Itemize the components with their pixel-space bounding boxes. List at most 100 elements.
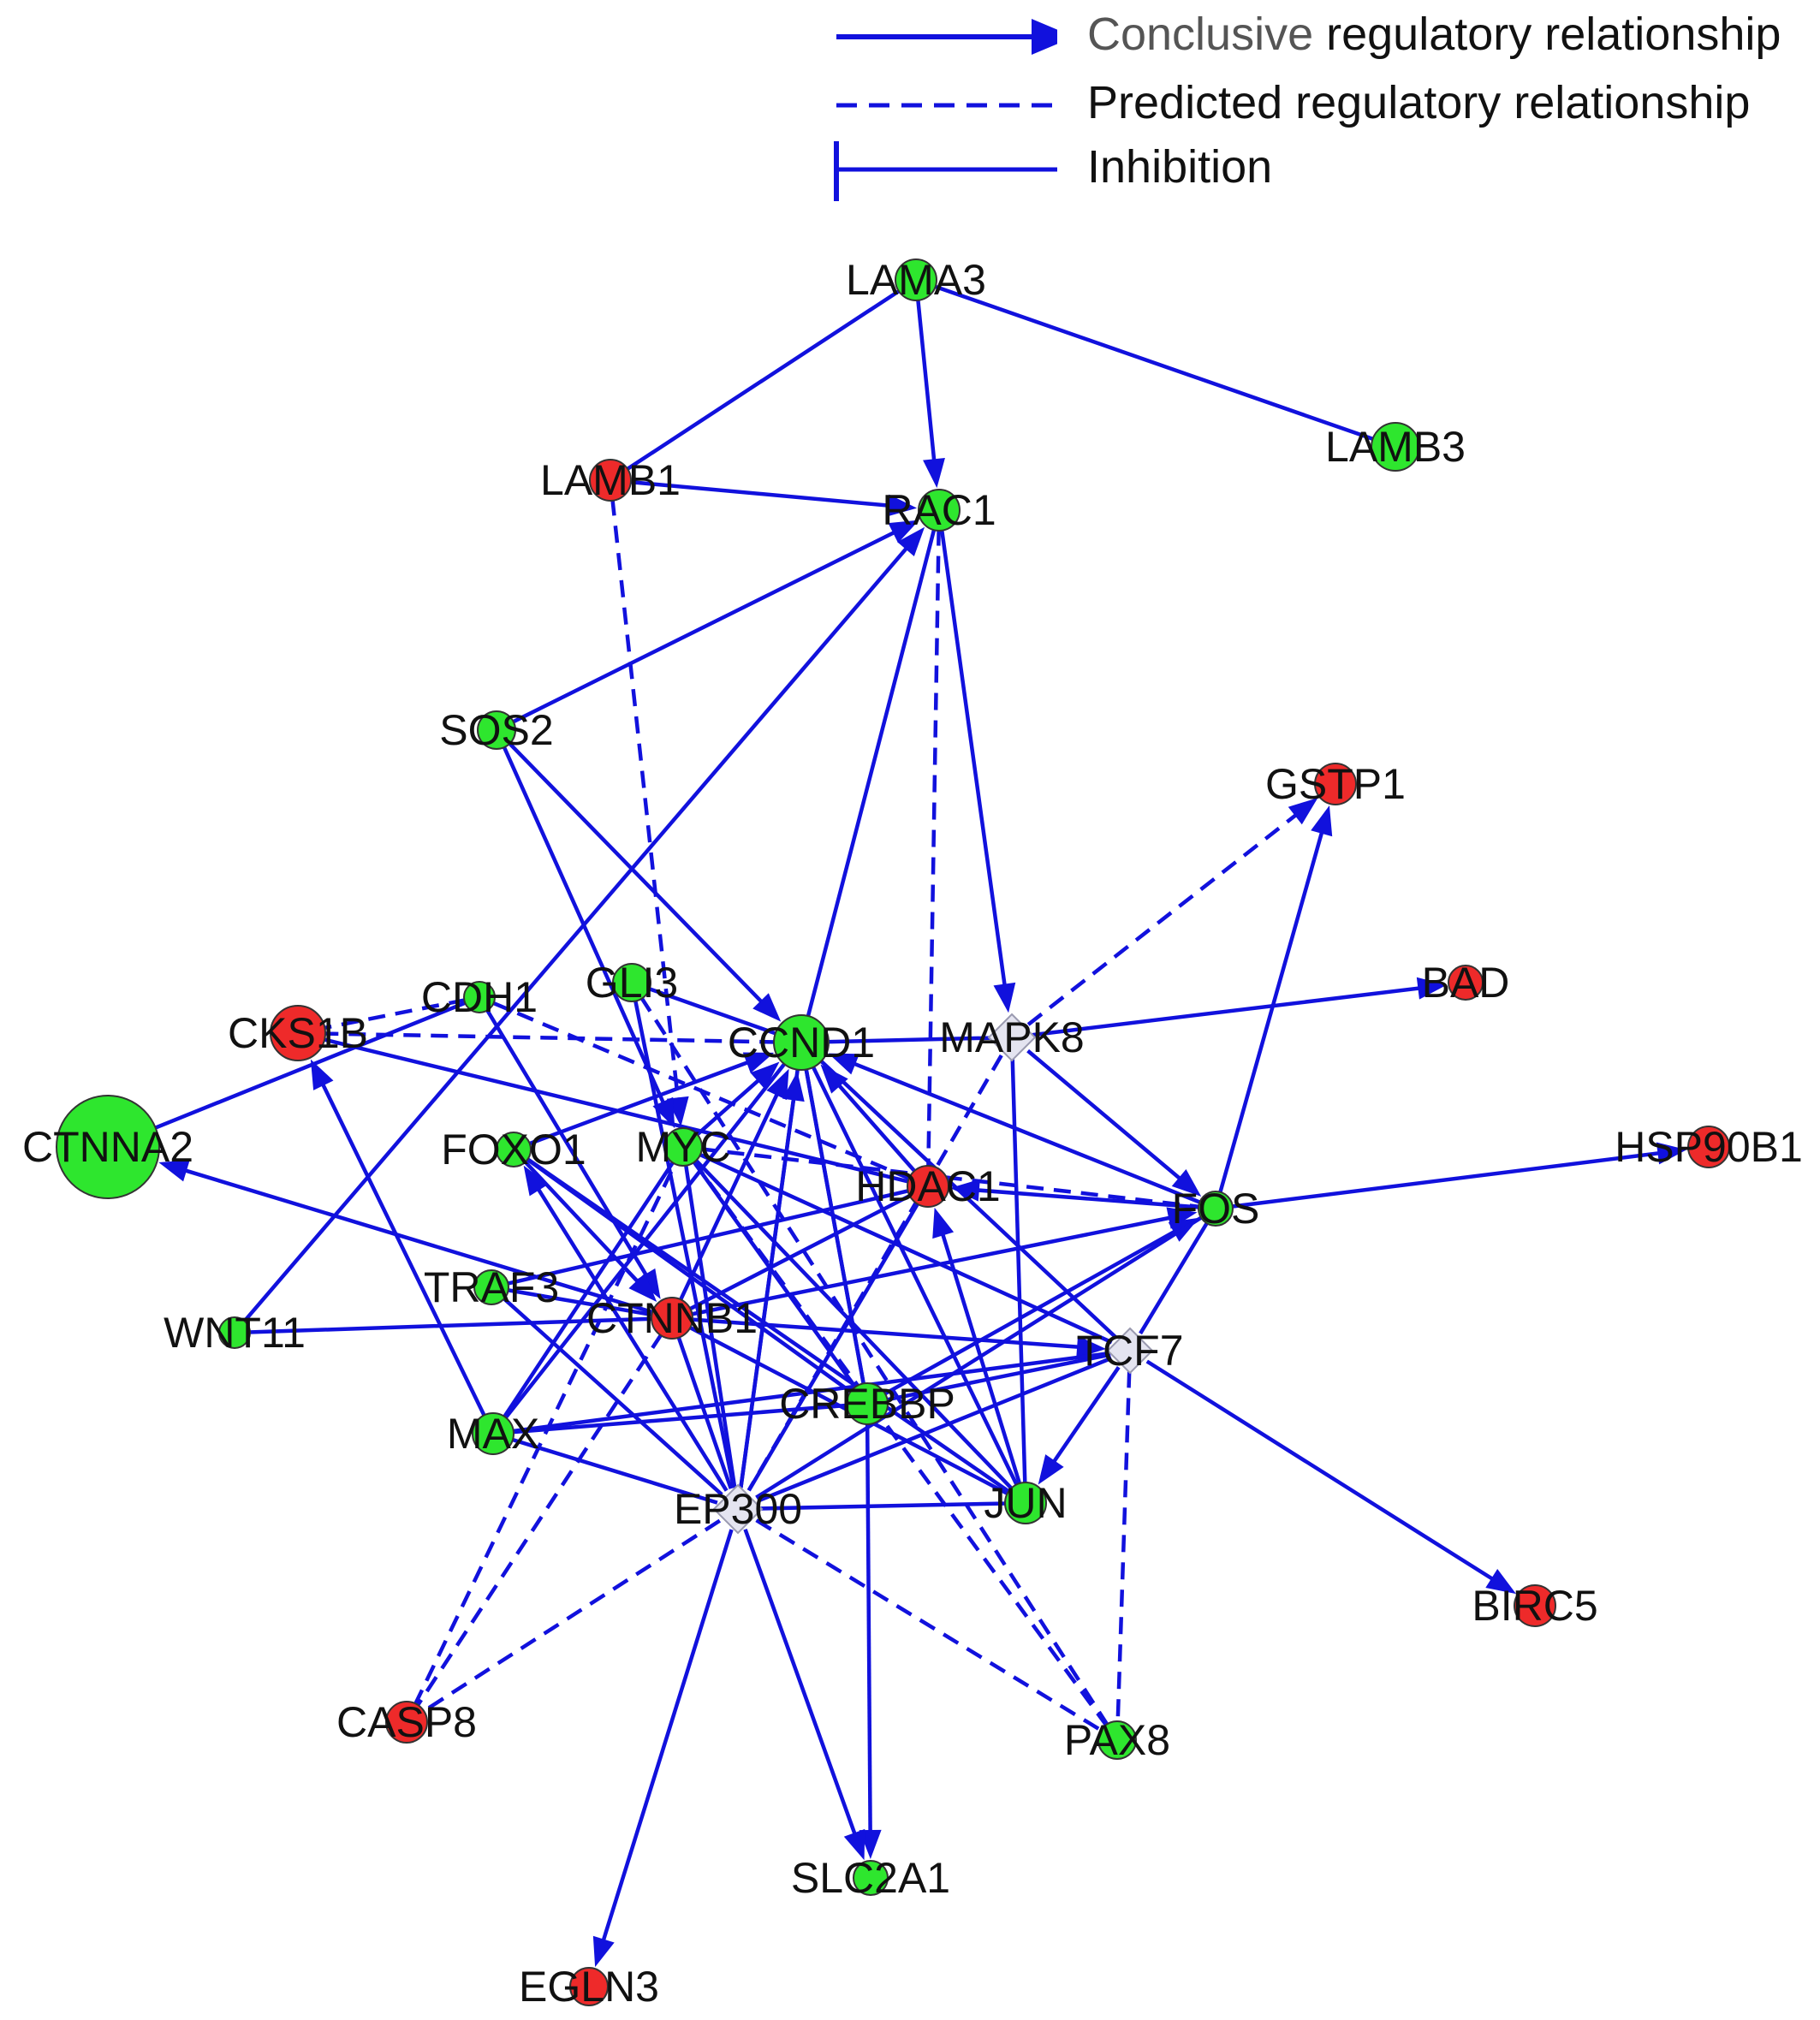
node-label-hsp90b1: HSP90B1	[1615, 1123, 1803, 1171]
node-egln3[interactable]	[569, 1967, 609, 2006]
edge-fos-hdac1	[949, 1179, 1201, 1209]
edge-mapk8-gstp1	[1026, 798, 1318, 1026]
edge-myc-pax8	[691, 1159, 1109, 1728]
edge-lama3-lamb3	[932, 283, 1376, 442]
node-sos2[interactable]	[477, 710, 516, 750]
edge-ctnna2-ctnnb1	[158, 1160, 655, 1315]
node-max[interactable]	[472, 1412, 514, 1455]
node-label-lamb3: LAMB3	[1325, 423, 1466, 471]
edge-max-ccnd1	[503, 1060, 788, 1421]
edge-max-tcf7	[511, 1351, 1111, 1434]
arrowhead-icon	[820, 1064, 848, 1094]
node-myc[interactable]	[663, 1127, 703, 1167]
node-gli3[interactable]	[612, 963, 651, 1002]
arrowhead-icon	[1288, 798, 1318, 825]
arrowhead-icon	[158, 1160, 190, 1182]
node-bad[interactable]	[1448, 965, 1484, 1001]
arrowhead-icon	[1076, 1335, 1107, 1358]
node-traf3[interactable]	[473, 1269, 509, 1305]
edge-ep300-casp8	[420, 1518, 722, 1714]
node-jun[interactable]	[1004, 1482, 1047, 1524]
arrowhead-icon	[1311, 805, 1333, 837]
node-label-cdh1: CDH1	[421, 973, 538, 1021]
node-ctnnb1[interactable]	[651, 1297, 693, 1340]
node-label-ep300: EP300	[674, 1485, 802, 1533]
arrowhead-icon	[1416, 977, 1448, 1000]
legend-predicted-text: Predicted regulatory relationship	[1087, 77, 1751, 128]
arrowhead-icon	[592, 1935, 615, 1968]
arrowhead-icon	[782, 1071, 805, 1102]
edge-foxo1-ccnd1	[527, 1052, 775, 1146]
arrowhead-icon	[766, 1068, 789, 1101]
node-label-mapk8: MAPK8	[939, 1013, 1085, 1061]
edge-lamb1-myc	[610, 498, 689, 1127]
node-lama3[interactable]	[895, 258, 937, 301]
legend-conclusive-rest: regulatory relationship	[1313, 9, 1781, 60]
node-label-gstp1: GSTP1	[1265, 760, 1406, 808]
node-tcf7[interactable]	[1106, 1327, 1154, 1375]
node-lamb3[interactable]	[1371, 422, 1420, 472]
edge-fos-ccnd1	[828, 1053, 1203, 1205]
node-ep300[interactable]	[712, 1483, 764, 1535]
edge-max-ep300	[509, 1437, 718, 1505]
node-slc2a1[interactable]	[853, 1860, 889, 1896]
node-crebbp[interactable]	[846, 1382, 889, 1425]
edge-ctnnb1-casp8	[414, 1332, 664, 1708]
node-fos[interactable]	[1198, 1191, 1234, 1227]
edge-tcf7-birc5	[1145, 1359, 1517, 1595]
arrowhead-icon	[923, 458, 945, 489]
edge-tcf7-pax8	[1115, 1370, 1132, 1724]
node-hsp90b1[interactable]	[1687, 1126, 1730, 1168]
arrowhead-icon	[1485, 1569, 1517, 1595]
edge-tcf7-fos	[1139, 1221, 1210, 1335]
node-mapk8[interactable]	[987, 1013, 1037, 1062]
node-rac1[interactable]	[918, 489, 961, 532]
edge-hdac1-ccnd1	[820, 1064, 918, 1174]
node-label-hdac1: HDAC1	[855, 1162, 1000, 1210]
edge-ep300-egln3	[592, 1529, 734, 1968]
node-cdh1[interactable]	[463, 981, 496, 1013]
edge-gli3-ccnd1	[646, 986, 779, 1037]
node-label-traf3: TRAF3	[424, 1263, 559, 1311]
node-ctnna2[interactable]	[56, 1095, 160, 1199]
node-label-ctnna2: CTNNA2	[22, 1123, 193, 1171]
arrowhead-icon	[932, 1207, 955, 1239]
nodes-layer	[56, 258, 1730, 2006]
node-wnt11[interactable]	[218, 1316, 251, 1349]
node-foxo1[interactable]	[496, 1132, 532, 1167]
edge-ep300-ctnnb1	[675, 1334, 733, 1489]
edge-mapk8-fos	[1026, 1049, 1202, 1197]
node-cks1b[interactable]	[270, 1005, 326, 1061]
edge-rac1-mapk8	[939, 528, 1016, 1013]
edge-casp8-myc	[413, 1161, 678, 1707]
node-gstp1[interactable]	[1314, 763, 1357, 805]
arrowhead-icon	[523, 1165, 549, 1197]
node-hdac1[interactable]	[907, 1165, 949, 1208]
edge-ep300-myc	[683, 1163, 737, 1488]
edge-ep300-jun	[759, 1501, 1008, 1511]
edge-crebbp-slc2a1	[859, 1422, 882, 1860]
node-lamb1[interactable]	[589, 459, 632, 502]
edge-jun-myc	[693, 1157, 1014, 1491]
arrowhead-icon	[887, 494, 918, 517]
node-label-sos2: SOS2	[439, 706, 553, 754]
legend: Conclusive regulatory relationship Predi…	[818, 0, 1811, 214]
arrowhead-icon	[949, 1179, 980, 1202]
edge-ep300-tcf7	[757, 1356, 1113, 1503]
arrowhead-icon	[628, 1273, 657, 1303]
node-label-ccnd1: CCND1	[728, 1019, 875, 1066]
predicted-dashed-line-icon	[836, 103, 1057, 108]
node-label-bad: BAD	[1422, 959, 1510, 1007]
node-birc5[interactable]	[1514, 1584, 1556, 1627]
node-pax8[interactable]	[1097, 1720, 1137, 1760]
node-casp8[interactable]	[385, 1701, 428, 1744]
node-label-casp8: CASP8	[336, 1698, 477, 1746]
legend-conclusive-lead: Conclusive	[1087, 9, 1314, 60]
edge-myc-fos	[699, 1147, 1201, 1209]
edge-tcf7-jun	[1038, 1366, 1121, 1485]
arrowhead-icon	[750, 1061, 780, 1090]
node-label-lamb1: LAMB1	[540, 456, 681, 504]
arrowhead-icon	[897, 526, 925, 557]
node-ccnd1[interactable]	[773, 1014, 830, 1071]
